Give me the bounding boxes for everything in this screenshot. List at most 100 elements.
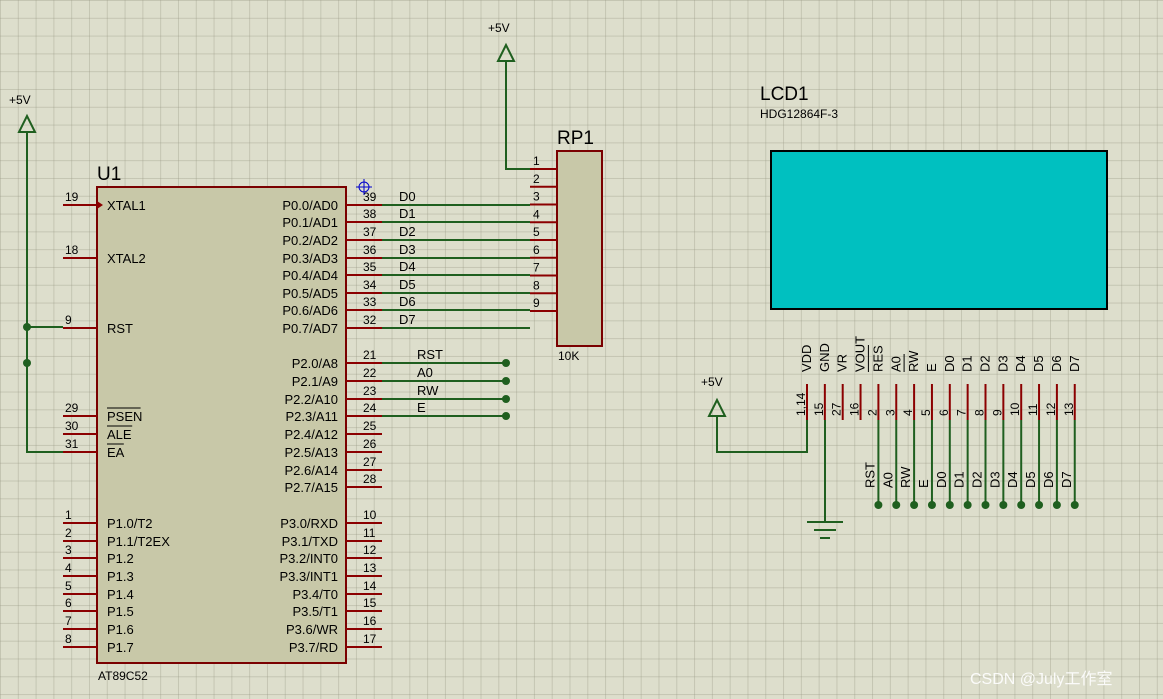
- u1-pin-label: P0.3/AD3: [282, 251, 338, 266]
- u1-pin-label: P2.2/A10: [285, 392, 339, 407]
- clock-marker-icon: [97, 201, 103, 209]
- lcd-pin-number: 27: [830, 402, 844, 416]
- lcd-bus-label: D0: [934, 471, 949, 488]
- lcd-bus-label: RW: [898, 466, 913, 488]
- u1-pin-label: P3.4/T0: [292, 587, 338, 602]
- u1-pin-label: P1.0/T2: [107, 516, 153, 531]
- u1-pin-number: 7: [65, 614, 72, 628]
- lcd-pin-number: 8: [973, 409, 987, 416]
- u1-pin-label: P1.5: [107, 604, 134, 619]
- u1-pin-number: 19: [65, 190, 79, 204]
- u1-pin-number: 11: [363, 526, 376, 540]
- u1-pin-number: 34: [363, 278, 377, 292]
- control-net-label: RW: [417, 383, 439, 398]
- lcd-bus-label: D1: [952, 471, 967, 488]
- u1-pin-label: P2.0/A8: [292, 356, 338, 371]
- terminal-dot[interactable]: [963, 501, 972, 509]
- lcd-pin-number: 4: [901, 409, 915, 416]
- terminal-dot[interactable]: [999, 501, 1008, 509]
- power-terminal-top[interactable]: +5V: [488, 21, 516, 62]
- terminal-dot[interactable]: [892, 501, 901, 509]
- u1-pin-label: ALE: [107, 427, 132, 442]
- lcd-bus-label: RST: [862, 462, 877, 488]
- rp1-pin-number: 2: [533, 172, 540, 186]
- u1-pin-number: 38: [363, 207, 377, 221]
- data-net-label: D6: [399, 294, 416, 309]
- u1-pin-number: 25: [363, 419, 377, 433]
- lcd-pin-number: 7: [955, 409, 969, 416]
- lcd-pin-label: D5: [1031, 355, 1046, 372]
- lcd-pin-number: 13: [1062, 402, 1076, 416]
- power-wire-left: [26, 132, 63, 453]
- rp1-pin-number: 6: [533, 243, 540, 257]
- u1-right-pins: 39P0.0/AD038P0.1/AD137P0.2/AD236P0.3/AD3…: [279, 190, 382, 655]
- terminal-dot[interactable]: [502, 395, 510, 403]
- u1-pin-number: 30: [65, 419, 79, 433]
- power-terminal-lcd[interactable]: +5V: [701, 375, 727, 417]
- terminal-dot[interactable]: [1052, 501, 1061, 509]
- terminal-dot[interactable]: [874, 501, 883, 509]
- u1-pin-label: RST: [107, 321, 133, 336]
- u1-pin-label: PSEN: [107, 409, 142, 424]
- lcd-pin-label: D4: [1013, 355, 1028, 372]
- terminal-dot[interactable]: [502, 359, 510, 367]
- u1-pin-number: 24: [363, 401, 377, 415]
- lcd-pin-number: 5: [919, 409, 933, 416]
- terminal-dot[interactable]: [1017, 501, 1026, 509]
- terminal-dot[interactable]: [945, 501, 954, 509]
- lcd-bus-label: D3: [987, 471, 1002, 488]
- u1-pin-label: P2.5/A13: [285, 445, 339, 460]
- rp1-value: 10K: [558, 349, 579, 363]
- lcd-pin-label: D2: [978, 355, 993, 372]
- u1-pin-number: 13: [363, 561, 377, 575]
- rp1-pin-number: 1: [533, 154, 540, 168]
- junction-dot: [23, 323, 31, 331]
- u1-pin-label: P2.4/A12: [285, 427, 339, 442]
- terminal-dot[interactable]: [1035, 501, 1044, 509]
- control-net-label: RST: [417, 347, 443, 362]
- rp1-pin-number: 5: [533, 225, 540, 239]
- u1-pin-number: 35: [363, 260, 377, 274]
- rp1-pin-number: 4: [533, 207, 540, 221]
- rp1-pin-number: 7: [533, 261, 540, 275]
- u1-pin-number: 6: [65, 596, 72, 610]
- lcd-pin-label: GND: [817, 343, 832, 372]
- lcd-pin-label: VDD: [799, 345, 814, 372]
- ground-symbol: [807, 521, 843, 539]
- u1-pin-number: 39: [363, 190, 377, 204]
- lcd-pin-number: 1,14: [794, 392, 808, 416]
- terminal-dot[interactable]: [927, 501, 936, 509]
- u1-body[interactable]: [96, 186, 347, 664]
- lcd-bus-label: D5: [1023, 471, 1038, 488]
- lcd-pin-label: D0: [942, 355, 957, 372]
- terminal-dot[interactable]: [502, 377, 510, 385]
- power-terminal-left[interactable]: +5V: [9, 93, 37, 133]
- terminal-dot[interactable]: [981, 501, 990, 509]
- terminal-dot[interactable]: [502, 412, 510, 420]
- u1-part: AT89C52: [98, 669, 148, 683]
- u1-pin-number: 26: [363, 437, 377, 451]
- rp1-body[interactable]: [556, 150, 603, 347]
- u1-pin-number: 22: [363, 366, 377, 380]
- lcd-pin-number: 2: [865, 409, 879, 416]
- lcd-bus-label: A0: [880, 472, 895, 488]
- u1-pin-number: 2: [65, 526, 72, 540]
- u1-pin-number: 27: [363, 455, 377, 469]
- data-net-label: D4: [399, 259, 416, 274]
- lcd-pin-number: 12: [1044, 402, 1058, 416]
- lcd-screen[interactable]: [770, 150, 1108, 310]
- terminal-dot[interactable]: [910, 501, 919, 509]
- u1-pin-number: 3: [65, 543, 72, 557]
- u1-pin-number: 12: [363, 543, 377, 557]
- u1-pin-label: P0.5/AD5: [282, 286, 338, 301]
- data-net-label: D2: [399, 224, 416, 239]
- lcd-bus-label: E: [916, 479, 931, 488]
- control-net-label: E: [417, 400, 426, 415]
- lcd-pin-label: D3: [995, 355, 1010, 372]
- u1-pin-label: P3.2/INT0: [279, 551, 338, 566]
- lcd-pin-label: RES: [870, 345, 885, 372]
- terminal-dot[interactable]: [1070, 501, 1079, 509]
